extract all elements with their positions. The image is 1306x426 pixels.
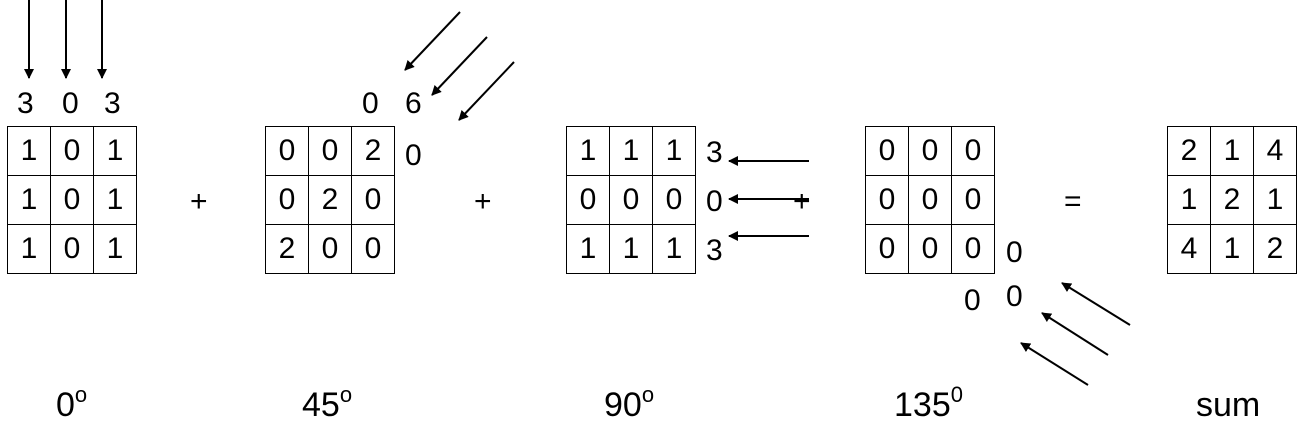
arrow-135deg-2 <box>1041 312 1109 356</box>
cell: 2 <box>308 175 352 225</box>
cell: 1 <box>7 224 51 274</box>
matrix-0deg: 1 0 1 1 0 1 1 0 1 <box>7 126 137 274</box>
projection-135deg-1: 0 <box>1006 236 1023 269</box>
operator-plus-2: + <box>474 185 492 218</box>
cell: 1 <box>566 126 610 176</box>
arrow-45deg-3 <box>458 61 515 121</box>
projection-45deg-2: 6 <box>405 87 422 120</box>
label-45deg: 45o <box>302 382 353 424</box>
label-0deg: 0o <box>56 382 88 424</box>
projection-0deg-3: 3 <box>104 87 121 120</box>
projection-135deg-2: 0 <box>1006 280 1023 313</box>
cell: 0 <box>951 224 995 274</box>
cell: 2 <box>1167 126 1211 176</box>
cell: 1 <box>1253 175 1297 225</box>
cell: 1 <box>7 175 51 225</box>
label-sum: sum <box>1196 386 1261 424</box>
label-135deg: 1350 <box>894 382 963 424</box>
matrix-90deg: 1 1 1 0 0 0 1 1 1 <box>566 126 696 274</box>
cell: 1 <box>93 224 137 274</box>
cell: 1 <box>1210 126 1254 176</box>
cell: 0 <box>908 126 952 176</box>
label-90deg: 90o <box>604 382 655 424</box>
projection-90deg-1: 3 <box>706 136 723 169</box>
cell: 2 <box>351 126 395 176</box>
arrow-135deg-3 <box>1020 342 1089 386</box>
cell: 0 <box>50 126 94 176</box>
cell: 0 <box>951 175 995 225</box>
cell: 0 <box>351 175 395 225</box>
cell: 0 <box>865 224 909 274</box>
cell: 1 <box>1210 224 1254 274</box>
matrix-135deg: 0 0 0 0 0 0 0 0 0 <box>865 126 995 274</box>
cell: 1 <box>93 126 137 176</box>
cell: 0 <box>265 175 309 225</box>
cell: 0 <box>652 175 696 225</box>
cell: 1 <box>652 126 696 176</box>
projection-90deg-2: 0 <box>706 185 723 218</box>
cell: 0 <box>308 126 352 176</box>
cell: 0 <box>908 224 952 274</box>
cell: 2 <box>1210 175 1254 225</box>
cell: 1 <box>609 224 653 274</box>
cell: 0 <box>609 175 653 225</box>
cell: 0 <box>50 175 94 225</box>
operator-equals: = <box>1064 185 1082 218</box>
cell: 0 <box>908 175 952 225</box>
cell: 0 <box>865 126 909 176</box>
arrow-45deg-2 <box>431 36 488 96</box>
projection-0deg-1: 3 <box>17 87 34 120</box>
cell: 2 <box>265 224 309 274</box>
cell: 4 <box>1167 224 1211 274</box>
cell: 0 <box>951 126 995 176</box>
cell: 1 <box>7 126 51 176</box>
cell: 2 <box>1253 224 1297 274</box>
cell: 1 <box>566 224 610 274</box>
cell: 1 <box>93 175 137 225</box>
projection-135deg-3: 0 <box>964 284 981 317</box>
matrix-45deg: 0 0 2 0 2 0 2 0 0 <box>265 126 395 274</box>
cell: 1 <box>652 224 696 274</box>
cell: 4 <box>1253 126 1297 176</box>
cell: 1 <box>609 126 653 176</box>
cell: 0 <box>351 224 395 274</box>
arrow-135deg-1 <box>1061 282 1131 326</box>
matrix-sum: 2 1 4 1 2 1 4 1 2 <box>1167 126 1297 274</box>
projection-90deg-3: 3 <box>706 234 723 267</box>
operator-plus-1: + <box>190 185 208 218</box>
cell: 0 <box>566 175 610 225</box>
projection-45deg-1: 0 <box>362 87 379 120</box>
projection-45deg-3: 0 <box>405 139 422 172</box>
arrow-45deg-1 <box>404 11 461 71</box>
cell: 0 <box>865 175 909 225</box>
projection-0deg-2: 0 <box>62 87 79 120</box>
cell: 0 <box>50 224 94 274</box>
cell: 0 <box>265 126 309 176</box>
cell: 0 <box>308 224 352 274</box>
cell: 1 <box>1167 175 1211 225</box>
operator-plus-3: + <box>793 185 811 218</box>
